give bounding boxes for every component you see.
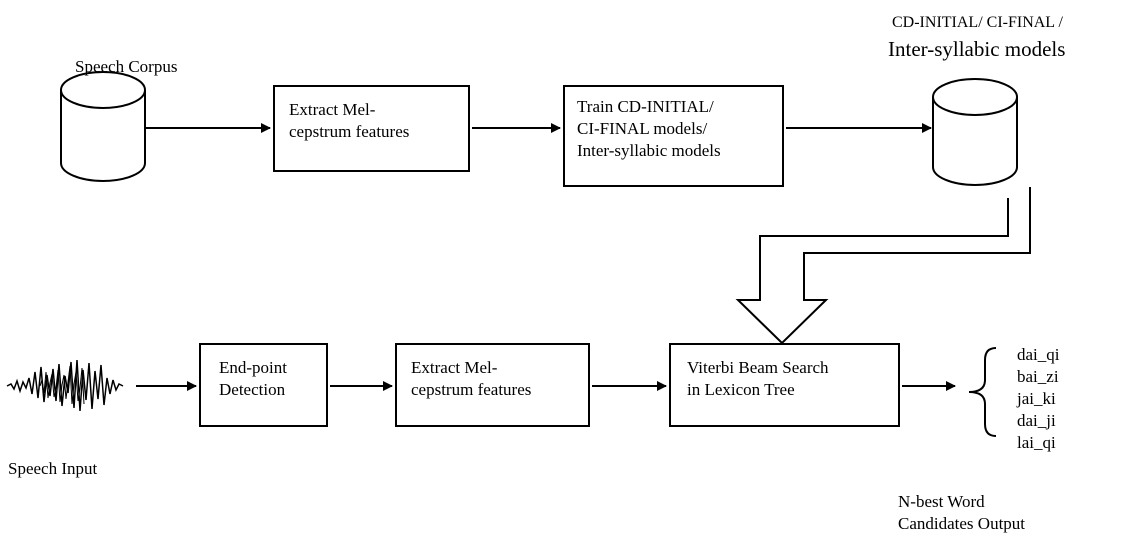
- models-database-icon: [932, 78, 1018, 186]
- candidate-item: lai_qi: [1017, 433, 1056, 452]
- models-label-line2: Inter-syllabic models: [888, 37, 1066, 61]
- models-label-line1: CD-INITIAL/ CI-FINAL /: [892, 14, 1063, 31]
- candidate-item: dai_ji: [1017, 411, 1056, 430]
- viterbi-line2: in Lexicon Tree: [687, 380, 795, 399]
- endpoint-detection-box: End-point Detection: [199, 343, 328, 427]
- output-label-line1: N-best Word: [898, 492, 985, 511]
- candidate-item: bai_zi: [1017, 367, 1059, 386]
- train-line2: CI-FINAL models/: [577, 119, 708, 138]
- models-to-viterbi-hollow-arrow: [735, 187, 1031, 345]
- speech-corpus-database-icon: [60, 71, 146, 182]
- candidate-item: jai_ki: [1017, 389, 1056, 408]
- extract-top-line2: cepstrum features: [289, 122, 410, 141]
- speech-corpus-label: Speech Corpus: [75, 57, 178, 76]
- output-label-line2: Candidates Output: [898, 514, 1026, 533]
- candidates-brace-icon: [968, 347, 997, 437]
- extract-features-bottom-box: Extract Mel- cepstrum features: [395, 343, 590, 427]
- train-line1: Train CD-INITIAL/: [577, 97, 714, 116]
- viterbi-search-box: Viterbi Beam Search in Lexicon Tree: [669, 343, 900, 427]
- speech-input-label: Speech Input: [8, 459, 98, 478]
- speech-waveform-icon: [6, 359, 124, 412]
- extract-features-top-box: Extract Mel- cepstrum features: [273, 85, 470, 172]
- extract-bottom-line1: Extract Mel-: [411, 358, 498, 377]
- candidate-item: dai_qi: [1017, 345, 1060, 364]
- extract-bottom-line2: cepstrum features: [411, 380, 532, 399]
- endpoint-line2: Detection: [219, 380, 286, 399]
- viterbi-line1: Viterbi Beam Search: [687, 358, 829, 377]
- train-models-box: Train CD-INITIAL/ CI-FINAL models/ Inter…: [563, 85, 784, 187]
- train-line3: Inter-syllabic models: [577, 141, 721, 160]
- endpoint-line1: End-point: [219, 358, 287, 377]
- extract-top-line1: Extract Mel-: [289, 100, 376, 119]
